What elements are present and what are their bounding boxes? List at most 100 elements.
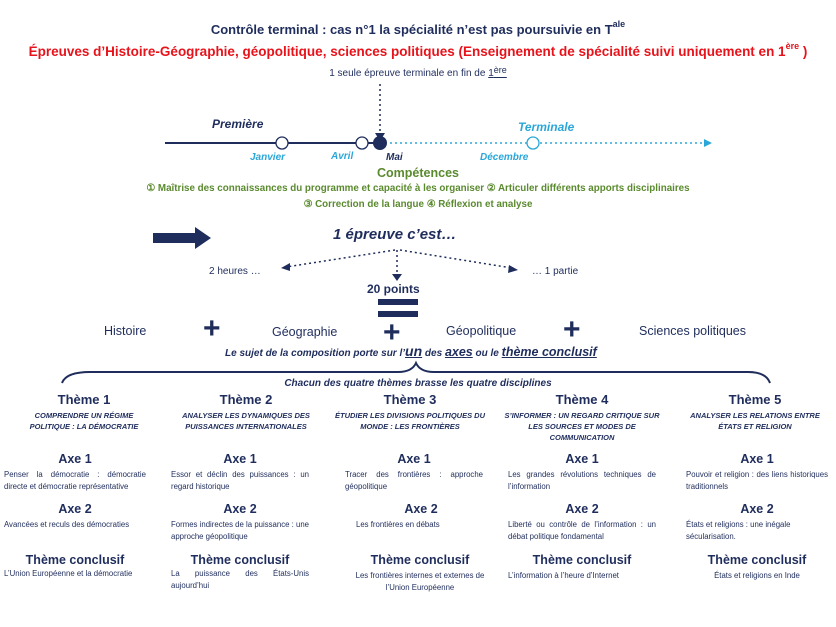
- theme1-axe1: Axe 1 Penser la démocratie : démocratie …: [4, 452, 146, 493]
- competences-line2: ③ Correction de la langue ④ Réflexion et…: [303, 199, 533, 210]
- competences-title: Compétences: [377, 166, 459, 180]
- theme3-axe1: Axe 1 Tracer des frontières : approche g…: [345, 452, 483, 493]
- janvier-label: Janvier: [250, 152, 286, 163]
- axe-title: Axe 1: [565, 452, 599, 466]
- main-title-text: Contrôle terminal : cas n°1 la spécialit…: [210, 22, 613, 37]
- janvier-marker: [275, 136, 289, 150]
- epreuve-title: 1 épreuve c’est…: [333, 226, 457, 243]
- conclusif-title: Thème conclusif: [707, 553, 807, 567]
- plus-icon-1: +: [203, 312, 221, 345]
- theme2-conclusif: Thème conclusif La puissance des États-U…: [171, 553, 309, 592]
- branch-left: [285, 249, 396, 268]
- equals-icon-top: [378, 299, 418, 305]
- discipline-sciences-politiques: Sciences politiques: [639, 324, 747, 338]
- axe-text: Formes indirectes de la puissance : une …: [171, 520, 309, 541]
- avril-label: Avril: [331, 151, 354, 162]
- axe-text: Pouvoir et religion : des liens historiq…: [686, 470, 828, 491]
- axe-title: Axe 1: [397, 452, 431, 466]
- theme-title: Thème 1: [57, 392, 111, 407]
- plus-icon-2: +: [383, 316, 401, 349]
- conclusif-text: L’Union Européenne et la démocratie: [4, 569, 133, 578]
- note-line: 1 seule épreuve terminale en fin de 1ère: [0, 65, 836, 79]
- subtitle-end: ): [799, 44, 808, 59]
- decembre-label: Décembre: [480, 152, 529, 163]
- premiere-label: Première: [212, 117, 264, 131]
- theme5-axe1: Axe 1 Pouvoir et religion : des liens hi…: [686, 452, 828, 493]
- subtitle: Épreuves d’Histoire-Géographie, géopolit…: [0, 41, 836, 59]
- sujet-prefix: Le sujet de la composition porte sur l’: [225, 348, 406, 359]
- axe-text: Tracer des frontières : approche géopoli…: [345, 470, 483, 491]
- mai-label: Mai: [386, 152, 403, 163]
- decembre-marker: [526, 136, 540, 150]
- epreuve-duration: 2 heures …: [209, 266, 261, 277]
- brace-icon: [61, 360, 771, 384]
- main-title-sup: ale: [612, 19, 626, 29]
- theme-subtitle: COMPRENDRE UN RÉGIME POLITIQUE : LA DÉMO…: [29, 411, 139, 431]
- theme-title: Thème 3: [383, 392, 437, 407]
- branch-left-arrow: [281, 263, 290, 271]
- axe-title: Axe 2: [565, 502, 599, 516]
- theme5-conclusif: Thème conclusif États et religions en In…: [686, 553, 828, 582]
- branch-down-arrow: [392, 274, 402, 281]
- theme-column-2: Thème 2 ANALYSER LES DYNAMIQUES DES PUIS…: [166, 392, 326, 432]
- brace-label: Chacun des quatre thèmes brasse les quat…: [284, 378, 552, 389]
- conclusif-title: Thème conclusif: [25, 553, 125, 567]
- axe-text: Avancées et reculs des démocraties: [4, 520, 130, 529]
- conclusif-title: Thème conclusif: [370, 553, 470, 567]
- theme4-conclusif: Thème conclusif L’information à l’heure …: [508, 553, 656, 582]
- epreuve-parts: … 1 partie: [532, 266, 579, 277]
- mai-marker: [373, 136, 387, 150]
- theme-column-5: Thème 5 ANALYSER LES RELATIONS ENTRE ÉTA…: [680, 392, 830, 432]
- theme-subtitle: S’INFORMER : UN REGARD CRITIQUE SUR LES …: [504, 411, 660, 442]
- subtitle-sup: ère: [785, 41, 800, 51]
- axe-title: Axe 1: [58, 452, 92, 466]
- main-title: Contrôle terminal : cas n°1 la spécialit…: [0, 19, 836, 37]
- sujet-un: un: [405, 343, 423, 359]
- axe-title: Axe 1: [740, 452, 774, 466]
- sujet-axes: axes: [444, 345, 473, 359]
- axe-title: Axe 2: [58, 502, 92, 516]
- theme-column-3: Thème 3 ÉTUDIER LES DIVISIONS POLITIQUES…: [325, 392, 495, 432]
- discipline-histoire: Histoire: [104, 324, 147, 338]
- conclusif-text: La puissance des États-Unis aujourd’hui: [171, 569, 309, 590]
- note-link: 1ère: [488, 65, 507, 79]
- note-link-number: 1: [488, 68, 494, 79]
- timeline-arrow: [704, 139, 712, 147]
- note-link-sup: ère: [493, 65, 507, 75]
- theme2-axe1: Axe 1 Essor et déclin des puissances : u…: [171, 452, 309, 493]
- subtitle-text: Épreuves d’Histoire-Géographie, géopolit…: [28, 44, 786, 59]
- theme4-axe1: Axe 1 Les grandes révolutions techniques…: [508, 452, 656, 493]
- theme-subtitle: ANALYSER LES DYNAMIQUES DES PUISSANCES I…: [182, 411, 310, 431]
- theme3-conclusif: Thème conclusif Les frontières internes …: [345, 553, 495, 594]
- avril-marker: [355, 136, 369, 150]
- theme-title: Thème 2: [219, 392, 273, 407]
- discipline-geographie: Géographie: [272, 325, 338, 339]
- theme-column-1: Thème 1 COMPRENDRE UN RÉGIME POLITIQUE :…: [4, 392, 164, 432]
- terminale-label: Terminale: [518, 120, 575, 134]
- theme-subtitle: ANALYSER LES RELATIONS ENTRE ÉTATS ET RE…: [690, 411, 820, 431]
- theme2-axe2: Axe 2 Formes indirectes de la puissance …: [171, 502, 309, 543]
- axe-title: Axe 1: [223, 452, 257, 466]
- theme1-axe2: Axe 2 Avancées et reculs des démocraties: [4, 502, 146, 531]
- axe-text: Penser la démocratie : démocratie direct…: [4, 470, 146, 491]
- theme-subtitle: ÉTUDIER LES DIVISIONS POLITIQUES DU MOND…: [334, 411, 486, 431]
- sujet-line: Le sujet de la composition porte sur l’u…: [225, 343, 597, 359]
- axe-text: Les grandes révolutions techniques de l’…: [508, 470, 656, 491]
- axe-text: Liberté ou contrôle de l’information : u…: [508, 520, 656, 541]
- axe-text: Les frontières en débats: [356, 520, 440, 529]
- theme3-axe2: Axe 2 Les frontières en débats: [356, 502, 486, 531]
- conclusif-title: Thème conclusif: [190, 553, 290, 567]
- theme4-axe2: Axe 2 Liberté ou contrôle de l’informati…: [508, 502, 656, 543]
- big-arrow-icon: [153, 227, 211, 249]
- axe-text: États et religions : une inégale sécular…: [686, 520, 791, 541]
- branch-right: [399, 249, 513, 269]
- axe-title: Axe 2: [404, 502, 438, 516]
- plus-icon-3: +: [563, 313, 581, 346]
- conclusif-text: L’information à l’heure d’Internet: [508, 571, 619, 580]
- theme-column-4: Thème 4 S’INFORMER : UN REGARD CRITIQUE …: [496, 392, 668, 443]
- sujet-theme: thème conclusif: [501, 345, 597, 359]
- competences-line1: ① Maîtrise des connaissances du programm…: [146, 183, 690, 194]
- axe-text: Essor et déclin des puissances : un rega…: [171, 470, 309, 491]
- conclusif-text: Les frontières internes et externes de l…: [355, 571, 485, 592]
